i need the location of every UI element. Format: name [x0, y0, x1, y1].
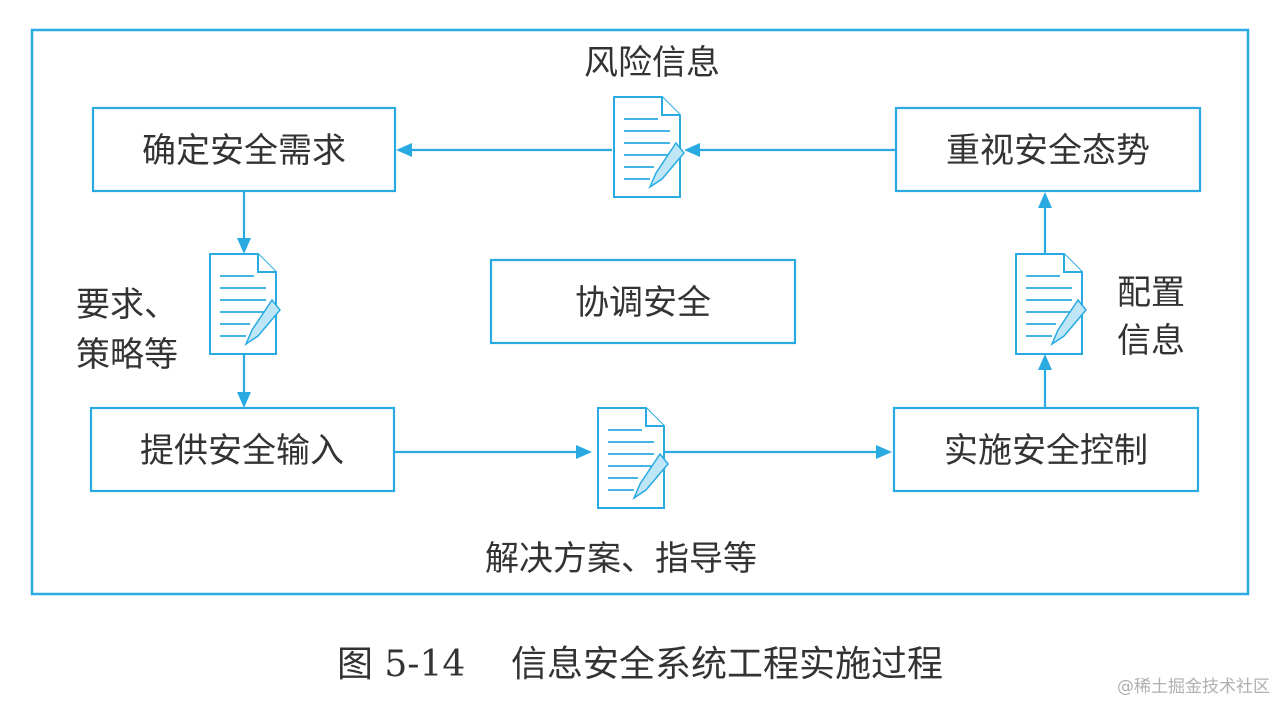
document-icon — [1015, 253, 1087, 355]
watermark: @稀土掘金技术社区 — [1117, 677, 1270, 697]
figure-caption: 图 5-14 信息安全系统工程实施过程 — [337, 644, 943, 685]
arrowhead — [396, 143, 412, 157]
node-implement-controls: 实施安全控制 — [892, 406, 1200, 493]
node-label: 重视安全态势 — [946, 131, 1150, 171]
edge-label-risk-info: 风险信息 — [584, 43, 720, 83]
document-icon — [597, 407, 669, 509]
node-label: 协调安全 — [575, 283, 711, 323]
node-determine-requirements: 确定安全需求 — [91, 106, 397, 193]
arrowhead — [1038, 192, 1052, 208]
node-coordinate-security: 协调安全 — [489, 258, 797, 345]
edge-label-requirements-line2: 策略等 — [76, 335, 178, 375]
node-label: 提供安全输入 — [140, 431, 344, 471]
edge-label-solutions: 解决方案、指导等 — [485, 539, 757, 579]
edge-label-config-line1: 配置 — [1117, 273, 1185, 313]
connectors — [237, 143, 1052, 459]
arrowhead — [237, 392, 251, 408]
node-provide-input: 提供安全输入 — [89, 406, 396, 493]
arrowhead — [876, 445, 892, 459]
document-icon — [209, 253, 281, 355]
node-emphasize-posture: 重视安全态势 — [894, 106, 1202, 193]
arrowhead — [1038, 354, 1052, 370]
node-label: 确定安全需求 — [142, 131, 346, 171]
outer-frame — [30, 28, 1250, 596]
edge-label-requirements-line1: 要求、 — [76, 285, 178, 325]
document-icon — [613, 96, 685, 198]
arrowhead — [576, 445, 592, 459]
arrowhead — [237, 238, 251, 254]
arrowhead — [684, 143, 700, 157]
node-label: 实施安全控制 — [944, 431, 1148, 471]
edge-label-config-line2: 信息 — [1117, 321, 1185, 361]
